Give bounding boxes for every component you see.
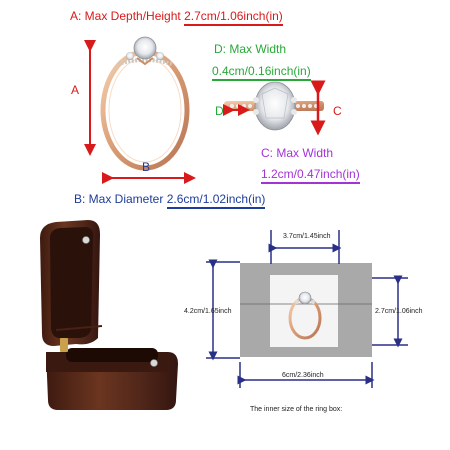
ring-top-view xyxy=(224,81,324,131)
dimension-a-caption: A: Max Depth/Height 2.7cm/1.06inch(in) xyxy=(70,9,283,26)
box-left-height-label: 4.2cm/1.65inch xyxy=(184,308,232,315)
dimension-d-value: 0.4cm/0.16inch(in) xyxy=(212,64,311,81)
letter-b: B xyxy=(142,160,151,174)
box-right-height-label: 2.7cm/1.06inch xyxy=(375,308,423,315)
box-inner-size-caption: The inner size of the ring box: xyxy=(250,406,343,413)
box-dimension-lines xyxy=(206,230,408,388)
dimension-b-value: 2.6cm/1.02inch(in) xyxy=(166,192,266,209)
box-bottom-width-label: 6cm/2.36inch xyxy=(282,372,324,379)
letter-d: D xyxy=(215,104,224,118)
ring-side-view xyxy=(100,36,190,171)
dimension-c-value: 1.2cm/0.47inch(in) xyxy=(261,167,360,184)
dimension-a-value: 2.7cm/1.06inch(in) xyxy=(184,9,283,26)
letter-a: A xyxy=(71,83,80,97)
dimension-d-label: D: Max Width xyxy=(214,42,287,56)
inner-box-photo xyxy=(240,263,372,357)
box-top-width-label: 3.7cm/1.45inch xyxy=(283,233,331,240)
wooden-ring-box xyxy=(40,220,178,410)
dimension-b-caption: B: Max Diameter 2.6cm/1.02inch(in) xyxy=(74,192,266,209)
dimension-c-label: C: Max Width xyxy=(261,146,334,160)
dimension-b-label: B: Max Diameter xyxy=(74,192,164,206)
letter-c: C xyxy=(333,104,342,118)
dimension-a-label: A: Max Depth/Height xyxy=(70,9,181,23)
